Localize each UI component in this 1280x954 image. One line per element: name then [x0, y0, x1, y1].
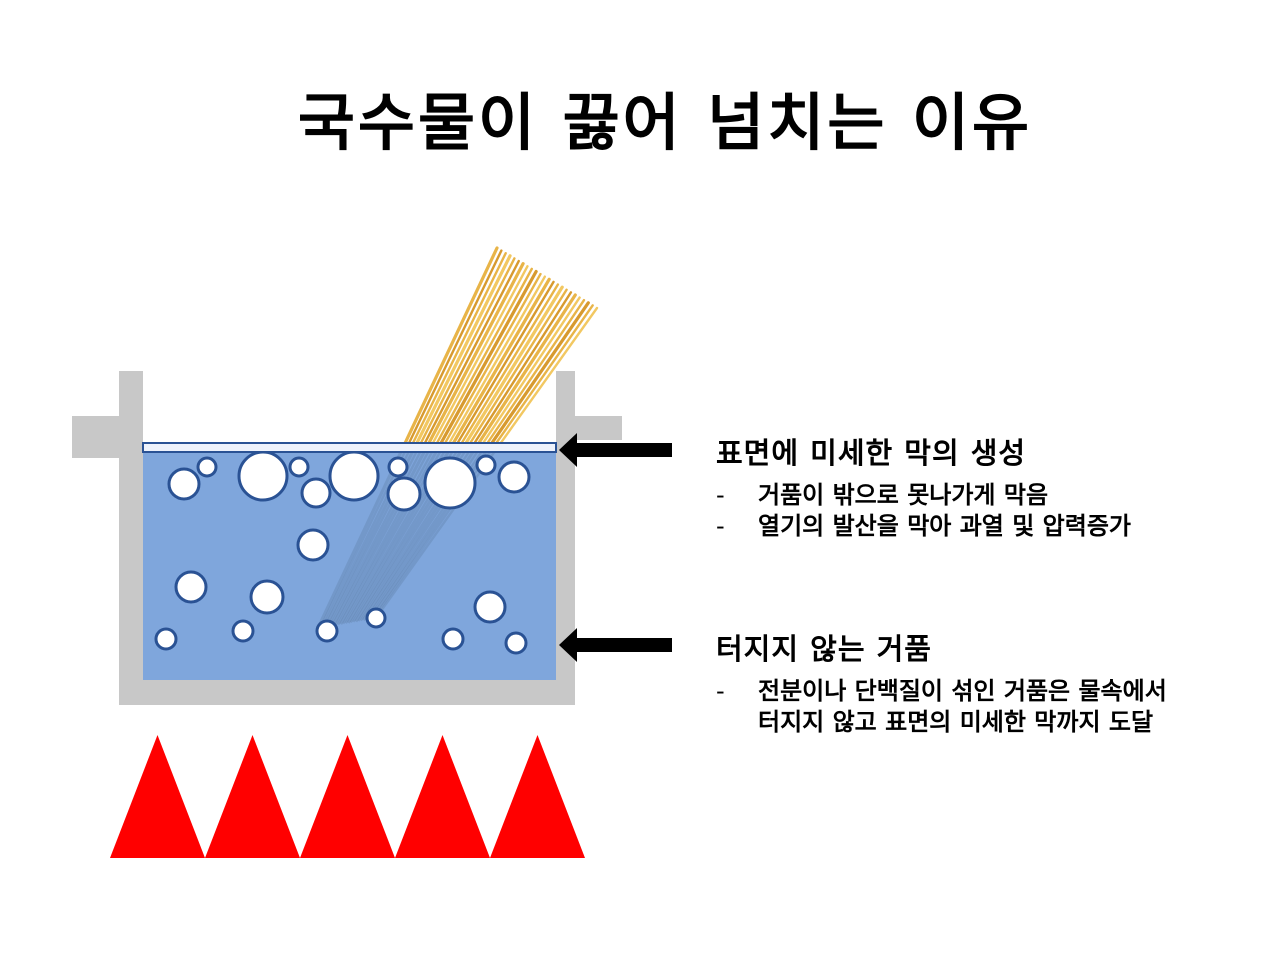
bubble [298, 530, 328, 560]
annotation-item: - 전분이나 단백질이 섞인 거품은 물속에서 터지지 않고 표면의 미세한 막… [716, 676, 1167, 738]
bubble [443, 629, 463, 649]
bubble [239, 452, 287, 500]
bubble [290, 458, 308, 476]
bubble [233, 621, 253, 641]
dash-bullet: - [716, 676, 758, 738]
bubble [176, 572, 206, 602]
bubble [499, 462, 529, 492]
bubble [169, 469, 199, 499]
surface-film [143, 443, 556, 452]
annotation-heading: 터지지 않는 거품 [716, 626, 1167, 668]
annotation-list: - 전분이나 단백질이 섞인 거품은 물속에서 터지지 않고 표면의 미세한 막… [716, 676, 1167, 738]
bubble [475, 592, 505, 622]
bubble [302, 479, 330, 507]
bubble [330, 452, 378, 500]
bubble [251, 581, 283, 613]
bubble [477, 456, 495, 474]
annotation-item: - 열기의 발산을 막아 과열 및 압력증가 [716, 511, 1131, 542]
bubble [506, 633, 526, 653]
bubble [317, 621, 337, 641]
bubble [388, 478, 420, 510]
flame-group [110, 735, 585, 858]
bubble [198, 458, 216, 476]
bubble [425, 458, 475, 508]
annotation-list: - 거품이 밖으로 못나가게 막음 - 열기의 발산을 막아 과열 및 압력증가 [716, 480, 1131, 542]
dash-bullet: - [716, 480, 758, 511]
flame-icon [490, 735, 585, 858]
arrow-left-icon [559, 628, 672, 662]
annotation-unbroken-bubbles: 터지지 않는 거품 - 전분이나 단백질이 섞인 거품은 물속에서 터지지 않고… [716, 626, 1167, 738]
arrow-group [559, 433, 672, 662]
annotation-surface-film: 표면에 미세한 막의 생성 - 거품이 밖으로 못나가게 막음 - 열기의 발산… [716, 430, 1131, 542]
bubble [156, 629, 176, 649]
flame-icon [300, 735, 395, 858]
flame-icon [395, 735, 490, 858]
annotation-item: - 거품이 밖으로 못나가게 막음 [716, 480, 1131, 511]
annotation-heading: 표면에 미세한 막의 생성 [716, 430, 1131, 472]
annotation-item-text: 전분이나 단백질이 섞인 거품은 물속에서 터지지 않고 표면의 미세한 막까지… [758, 676, 1167, 738]
dash-bullet: - [716, 511, 758, 542]
bubble [367, 609, 385, 627]
annotation-item-text: 열기의 발산을 막아 과열 및 압력증가 [758, 511, 1131, 542]
flame-icon [205, 735, 300, 858]
flame-icon [110, 735, 205, 858]
annotation-item-text: 거품이 밖으로 못나가게 막음 [758, 480, 1048, 511]
bubble [389, 458, 407, 476]
